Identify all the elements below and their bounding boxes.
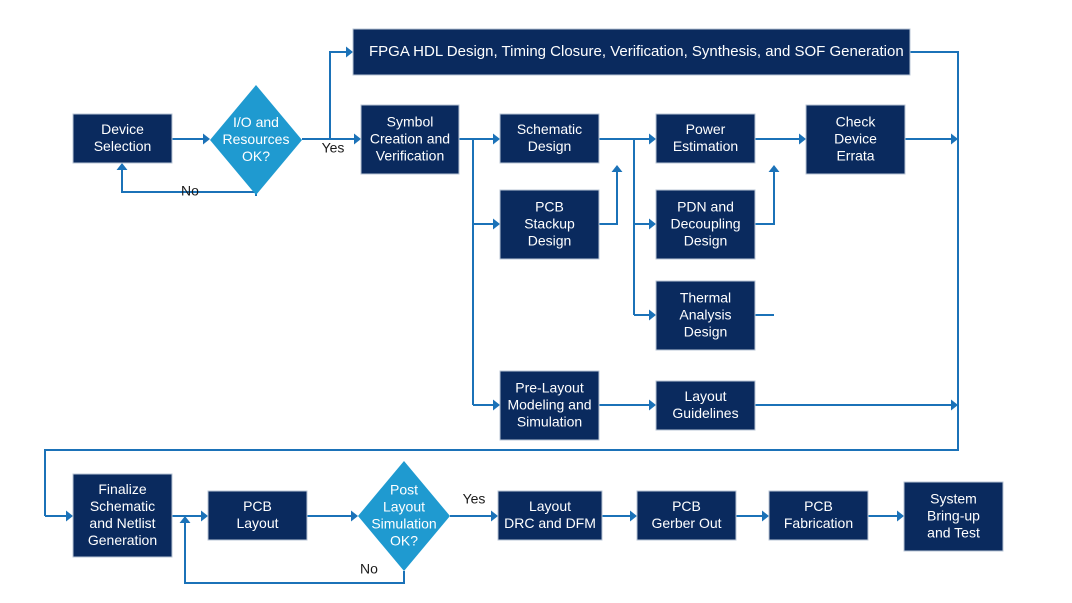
edge-finalize-to-pcb-layout (172, 510, 208, 522)
label-yes-postlayout: Yes (463, 491, 486, 507)
process-shape (207, 490, 308, 541)
edge-right-trunk-down (44, 130, 959, 516)
process-shape (499, 370, 600, 441)
edge-power-to-errata (755, 133, 806, 145)
edge-symbol-to-prelayout (473, 399, 500, 411)
process-shape (636, 490, 737, 541)
edge-schematic-to-thermal (634, 309, 656, 321)
edge-return-to-finalize (45, 510, 73, 522)
edge-banner-to-right-trunk (910, 51, 959, 130)
decision-shape (358, 461, 450, 571)
process-shape (805, 104, 906, 175)
process-shape (655, 189, 756, 260)
process-shape (903, 481, 1004, 552)
edge-fabrication-to-system (868, 510, 904, 522)
process-shape (768, 490, 869, 541)
label-yes-io: Yes (322, 140, 345, 156)
label-no-postlayout: No (360, 561, 378, 577)
process-shape (655, 113, 756, 164)
process-shape (655, 280, 756, 351)
process-shape (655, 380, 756, 431)
edge-drc-to-gerber (602, 510, 637, 522)
decision-shape (210, 85, 302, 195)
edge-schematic-to-pdn (634, 218, 656, 230)
edge-device-to-decision (172, 133, 210, 145)
edge-gerber-to-fabrication (736, 510, 769, 522)
edge-schematic-down-trunk (599, 138, 635, 315)
nodes-layer: FPGA HDL Design, Timing Closure, Verific… (72, 28, 1004, 571)
edge-symbol-to-stackup (473, 218, 500, 230)
edge-guidelines-to-right-trunk (755, 399, 958, 411)
edge-postlayout-no-return (179, 516, 405, 584)
node-fpga-hdl-banner[interactable]: FPGA HDL Design, Timing Closure, Verific… (352, 28, 911, 76)
edge-pcb-layout-to-decision (307, 510, 358, 522)
process-shape (360, 104, 460, 175)
edge-stackup-up-to-schematic (599, 165, 623, 225)
edge-postlayout-yes-to-drc (450, 510, 498, 522)
process-shape (499, 189, 600, 260)
connectors-layer (44, 46, 959, 584)
edge-yes-to-symbol (330, 133, 361, 145)
process-shape (499, 113, 600, 164)
label-no-io: No (181, 183, 199, 199)
edge-schematic-to-power (634, 133, 656, 145)
edge-pdn-up-to-power (755, 165, 780, 225)
node-label: FPGA HDL Design, Timing Closure, Verific… (369, 43, 904, 60)
edge-errata-to-right-trunk (905, 133, 958, 145)
edge-symbol-branch-trunk (459, 138, 474, 405)
process-shape (72, 473, 173, 558)
edge-prelayout-to-guidelines (599, 399, 656, 411)
process-shape (72, 113, 173, 164)
process-shape (497, 490, 603, 541)
edge-yes-trunk-up (329, 46, 353, 139)
edge-symbol-to-schematic (473, 133, 500, 145)
